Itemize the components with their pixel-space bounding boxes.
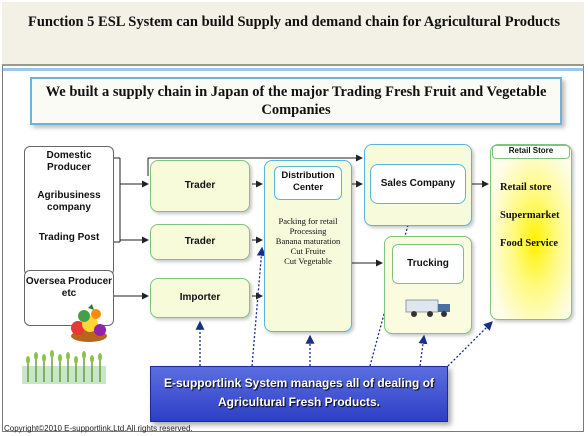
distribution-detail-4: Cut Fruite <box>290 246 326 256</box>
system-banner <box>150 366 448 422</box>
trader-box-1 <box>150 160 250 212</box>
subtitle-text: We built a supply chain in Japan of the … <box>45 84 547 118</box>
domestic-sources-box <box>24 146 114 276</box>
sales-company-label: Sales Company <box>380 178 456 189</box>
importer-box <box>150 278 250 318</box>
source-agribusiness: Agribusiness company <box>37 190 101 213</box>
truck-icon <box>405 299 450 317</box>
page-title: Function 5 ESL System can build Supply a… <box>27 14 561 30</box>
retail-store-title: Retail Store <box>508 146 554 155</box>
subtitle-box <box>30 77 562 125</box>
distribution-center-title-box <box>274 166 342 200</box>
header-divider <box>2 68 584 71</box>
trader-box-2 <box>150 224 250 260</box>
trucking-label: Trucking <box>407 258 449 269</box>
source-domestic: Domestic Producer <box>46 150 92 173</box>
source-trading-post: Trading Post <box>38 232 100 243</box>
distribution-detail-2: Processing <box>289 226 327 236</box>
retail-store-title-box <box>492 145 570 159</box>
sales-company-title-box <box>370 164 466 204</box>
distribution-detail-5: Cut Vegetable <box>284 256 332 266</box>
grain-field-icon <box>22 350 106 384</box>
system-banner-text: E-supportlink System manages all of deal… <box>150 374 448 412</box>
retail-item-3: Food Service <box>500 238 559 249</box>
importer-label: Importer <box>179 292 221 303</box>
retail-store-box <box>490 144 572 320</box>
retail-item-1: Retail store <box>500 182 552 193</box>
source-oversea: Oversea Producer etc <box>25 276 113 299</box>
header-bar <box>2 2 584 66</box>
distribution-center-title: Distribution Center <box>281 170 335 193</box>
fruit-basket-icon <box>71 304 107 342</box>
distribution-detail-3: Banana maturation <box>275 236 341 246</box>
trucking-title-box <box>392 244 464 284</box>
copyright-text: Copyright©2010 E-supportlink,Ltd.All rig… <box>4 424 193 433</box>
system-banner-line-1: E-supportlink System manages all of deal… <box>163 376 435 390</box>
trader-2-label: Trader <box>184 236 216 247</box>
system-banner-line-2: Agricultural Fresh Products. <box>217 395 381 409</box>
distribution-detail-1: Packing for retail <box>278 216 338 226</box>
trader-1-label: Trader <box>184 180 216 191</box>
retail-item-2: Supermarket <box>500 210 560 221</box>
